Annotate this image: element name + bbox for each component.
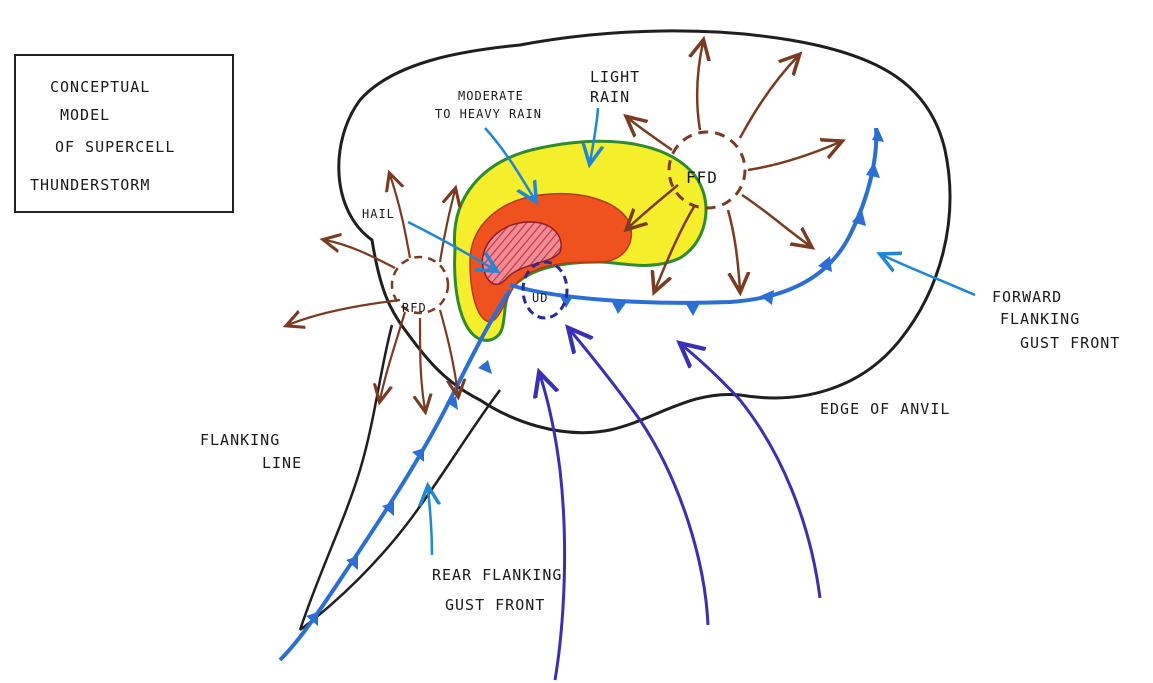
flanking-line-outline (300, 325, 500, 630)
label-forward-3: GUST FRONT (1020, 334, 1120, 352)
label-forward-2: FLANKING (1000, 310, 1080, 328)
label-rear-1: REAR FLANKING (432, 566, 562, 584)
label-ud: UD (532, 291, 548, 305)
label-hail: HAIL (362, 207, 395, 221)
label-rear-2: GUST FRONT (445, 596, 545, 614)
label-moderate-1: MODERATE (458, 89, 524, 103)
title-line-3: OF SUPERCELL (55, 138, 175, 156)
label-rfd: RFD (402, 301, 427, 315)
title-line-4: THUNDERSTORM (30, 176, 150, 194)
label-ffd: FFD (686, 168, 718, 187)
title-line-2: MODEL (60, 106, 110, 124)
inflow-arrows (540, 330, 820, 680)
label-forward-1: FORWARD (992, 288, 1062, 306)
title-line-1: CONCEPTUAL (50, 78, 150, 96)
label-moderate-2: TO HEAVY RAIN (435, 107, 542, 121)
label-flanking-1: FLANKING (200, 431, 280, 449)
label-flanking-2: LINE (262, 454, 302, 472)
label-light-2: RAIN (590, 88, 630, 106)
label-light-1: LIGHT (590, 68, 640, 86)
label-edge-of-anvil: EDGE OF ANVIL (820, 400, 950, 418)
title-box: CONCEPTUAL MODEL OF SUPERCELL THUNDERSTO… (15, 55, 233, 212)
